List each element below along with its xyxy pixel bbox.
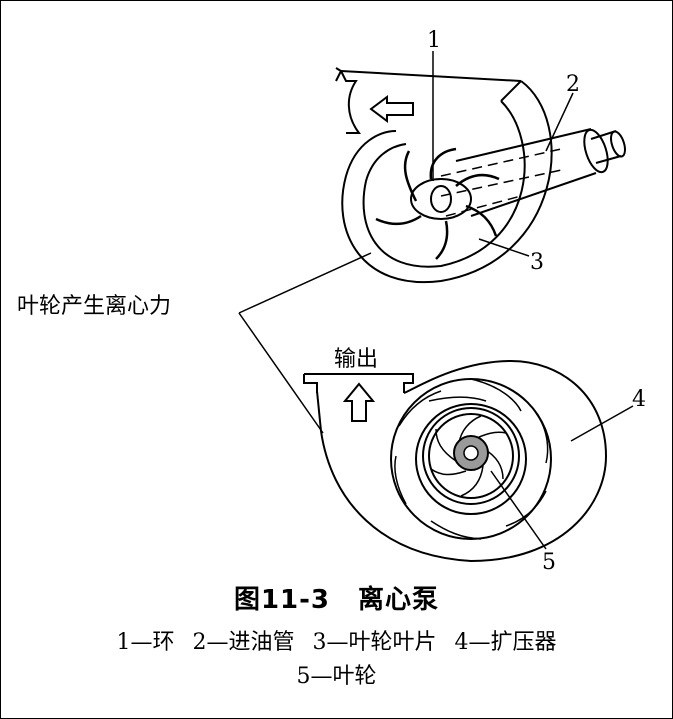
label-2: 2 [566, 72, 580, 97]
legend-item: 2—进油管 [192, 630, 295, 655]
legend-item: 1—环 [116, 630, 175, 655]
leader-4 [570, 405, 634, 442]
legend-item: 4—扩压器 [454, 630, 557, 655]
figure-number: 图11-3 [233, 585, 331, 615]
inlet-pipe [455, 128, 626, 217]
top-impeller-vanes [375, 147, 500, 260]
force-leader-top [238, 252, 372, 314]
diffuser-inner [415, 403, 527, 515]
legend-row-1: 1—环 2—进油管 3—叶轮叶片 4—扩压器 [1, 626, 672, 660]
pump-diagram: 1 2 3 4 5 叶轮产生离心力 输出 [17, 28, 646, 575]
pipe-hidden-lines [440, 148, 567, 217]
impeller-outer [422, 407, 520, 505]
label-3: 3 [530, 250, 544, 275]
bottom-pump [303, 359, 634, 563]
leader-5 [490, 470, 547, 550]
legend-item: 5—叶轮 [296, 664, 377, 689]
top-pump [335, 51, 626, 284]
leader-2 [545, 92, 574, 152]
legend-item: 3—叶轮叶片 [312, 630, 437, 655]
figure-name: 离心泵 [358, 585, 440, 615]
volute-casing-outer [316, 359, 608, 563]
top-casing-inner [362, 100, 526, 268]
legend-row-2: 5—叶轮 [1, 660, 672, 694]
top-flow-arrow-icon [369, 95, 414, 123]
label-1: 1 [427, 28, 441, 53]
leader-3 [478, 238, 530, 257]
top-casing-outer [341, 80, 553, 284]
top-outlet-duct [340, 70, 522, 134]
label-5: 5 [542, 550, 556, 575]
label-4: 4 [632, 387, 646, 412]
force-leader-bottom [238, 312, 324, 434]
output-flow-arrow-icon [342, 382, 376, 422]
top-impeller-ring [410, 178, 472, 220]
outlet-flange [303, 373, 414, 393]
centrifugal-force-label: 叶轮产生离心力 [17, 294, 171, 319]
figure-title: 图11-3 离心泵 [1, 579, 672, 616]
caption: 图11-3 离心泵 1—环 2—进油管 3—叶轮叶片 4—扩压器 5—叶轮 [1, 579, 672, 694]
output-label: 输出 [334, 347, 378, 372]
diffuser-vanes [394, 378, 549, 540]
top-impeller-eye [430, 185, 452, 213]
impeller-shroud [428, 413, 514, 499]
impeller-eye [463, 445, 479, 461]
